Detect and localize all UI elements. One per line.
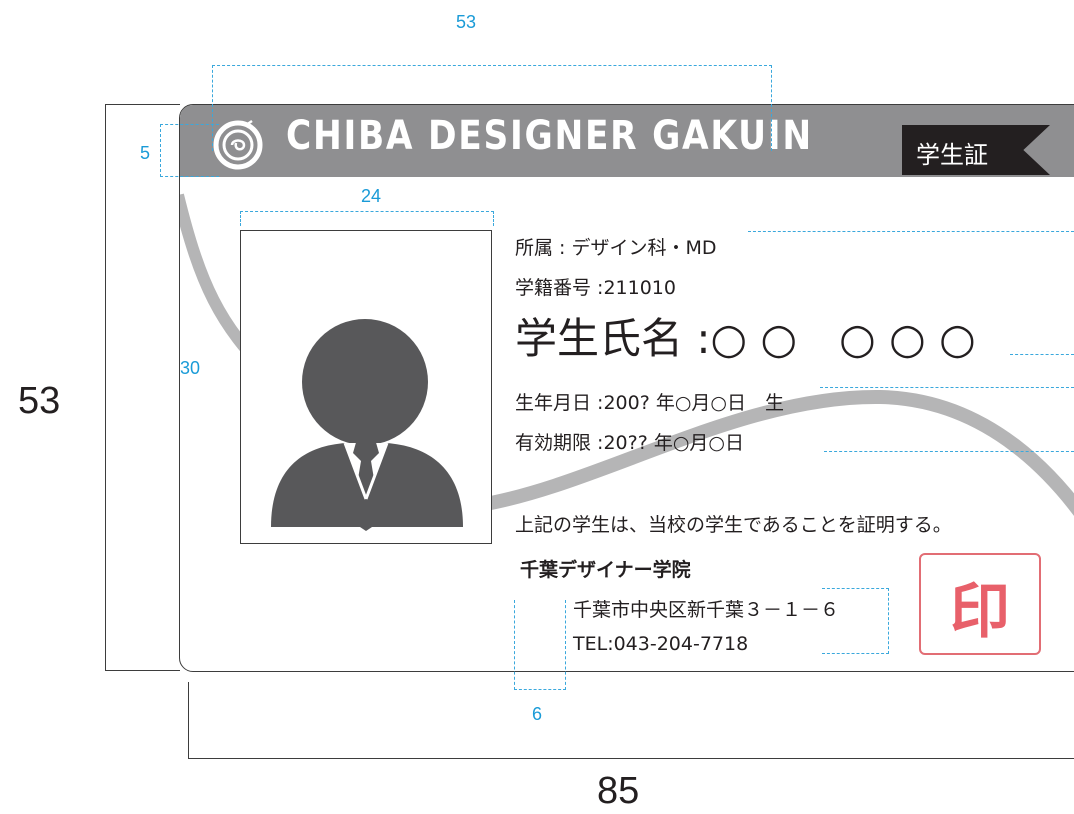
photo-frame — [240, 230, 492, 544]
official-seal: 印 — [919, 553, 1041, 655]
birthdate-field: 生年月日 :200? 年○月○日 生 — [515, 392, 784, 414]
address-indent-guide — [514, 600, 566, 690]
name-guide — [1010, 354, 1074, 355]
photo-height-label: 30 — [180, 358, 201, 378]
affiliation-field: 所属 : デザイン科・MD — [515, 237, 717, 259]
seal-character: 印 — [950, 577, 1010, 647]
chiba-logo-icon — [213, 119, 263, 170]
bottom-dimension-line — [188, 682, 1074, 759]
student-name-field: 学生氏名 :○ ○ ○ ○ ○ — [515, 314, 976, 363]
photo-width-guide — [240, 211, 494, 226]
student-id-field: 学籍番号 :211010 — [515, 277, 676, 299]
card-width-label: 85 — [597, 770, 640, 812]
affiliation-guide — [748, 231, 1074, 232]
expiry-guide — [824, 451, 1074, 452]
birthdate-guide — [820, 387, 1074, 388]
outer-frame-left — [105, 104, 180, 671]
student-card-badge: 学生証 — [902, 125, 1050, 175]
card-header: CHIBA DESIGNER GAKUIN 学生証 — [180, 105, 1074, 177]
badge-label: 学生証 — [916, 141, 988, 169]
photo-width-label: 24 — [361, 186, 382, 206]
expiry-field: 有効期限 :20?? 年○月○日 — [515, 432, 744, 454]
address-line: 千葉市中央区新千葉３－１－６ — [573, 599, 840, 621]
card-height-label: 53 — [18, 380, 61, 422]
header-height-label: 5 — [140, 143, 151, 163]
header-height-guide — [160, 124, 219, 177]
school-name: CHIBA DESIGNER GAKUIN — [286, 113, 813, 159]
student-id-card: CHIBA DESIGNER GAKUIN 学生証 所属 : デザイン科・MD … — [179, 104, 1074, 672]
certification-text: 上記の学生は、当校の学生であることを証明する。 — [515, 514, 952, 536]
person-silhouette-icon — [271, 319, 463, 531]
top-width-guide — [212, 65, 772, 151]
top-width-label: 53 — [456, 12, 477, 32]
address-indent-label: 6 — [532, 704, 543, 724]
tel-line: TEL:043-204-7718 — [573, 633, 749, 655]
school-name-jp: 千葉デザイナー学院 — [520, 559, 691, 581]
address-right-guide — [822, 588, 889, 654]
